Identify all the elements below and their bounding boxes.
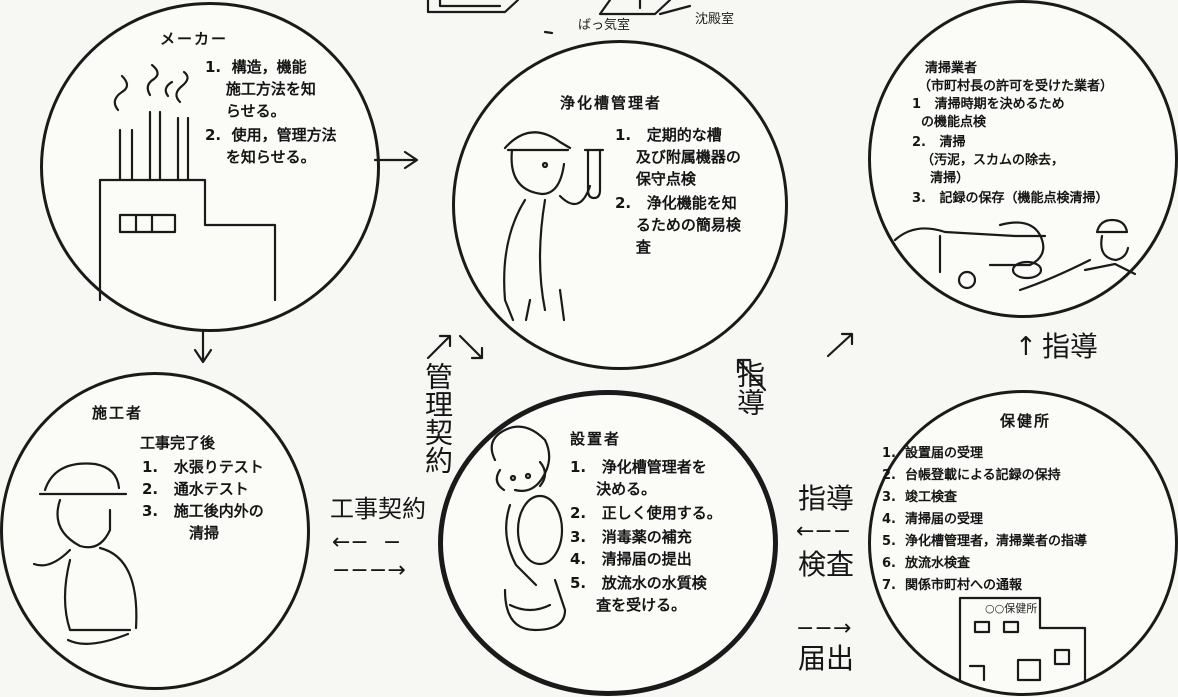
cleaner-title: 清掃業者 xyxy=(925,61,978,76)
installer-line-5: 4. 清掃届の提出 xyxy=(570,550,692,568)
arrow-maker-to-manager xyxy=(373,150,419,170)
arrows xyxy=(193,150,854,392)
report-label: 届出 xyxy=(798,642,855,675)
arrow-guidance-to-cleaner xyxy=(826,332,854,358)
guidance-label-center: 指導 xyxy=(733,360,766,416)
management-contract-label: 管理契約 xyxy=(421,362,454,474)
manager-line-6: 査 xyxy=(615,238,651,256)
cleaner-line-5: 清掃） xyxy=(912,171,970,186)
builder-line-4: 清掃 xyxy=(142,524,219,542)
builder-line-1: 1. 水張りテスト xyxy=(142,458,264,476)
construction-contract-label: 工事契約 xyxy=(330,495,426,523)
health-center-circle xyxy=(868,390,1178,696)
builder-figure xyxy=(32,462,138,645)
installer-circle xyxy=(438,390,778,696)
cleaner-line-4: （汚泥，スカムの除去， xyxy=(912,153,1065,168)
manager-line-3: 保守点検 xyxy=(615,170,696,188)
installer-line-3: 2. 正しく使用する。 xyxy=(570,504,722,522)
settling-label: 沈殿室 xyxy=(695,12,735,27)
manager-circle xyxy=(452,40,788,370)
arrow-construction-left: ←− − xyxy=(332,530,402,555)
girl-figure xyxy=(490,425,567,632)
manager-line-4: 2. 浄化機能を知 xyxy=(615,194,737,212)
arrow-report-right: −−→ xyxy=(796,616,852,641)
health-center-sign: ○○保健所 xyxy=(985,602,1038,615)
cleaner-line-1: 1 清掃時期を決めるため xyxy=(912,97,1065,112)
builder-line-2: 2. 通水テスト xyxy=(142,480,249,498)
arrow-up-guidance: ↑ xyxy=(1015,332,1037,362)
cleaner-line-2: の機能点検 xyxy=(912,115,987,130)
health-center-line-7: 7. 関係市町村への通報 xyxy=(882,578,1023,593)
installer-line-2: 決める。 xyxy=(570,480,657,498)
health-center-title: 保健所 xyxy=(1000,412,1052,430)
septic-tank-fragment xyxy=(426,0,692,35)
arrow-contract-down xyxy=(458,334,484,360)
manager-line-1: 1. 定期的な槽 xyxy=(615,126,722,144)
maker-line-1: 1. 構造，機能 xyxy=(205,58,307,76)
maker-title: メーカー xyxy=(160,30,229,48)
builder-circle xyxy=(0,372,310,690)
arrow-guidance-left: ←−− xyxy=(796,519,852,544)
installer-line-1: 1. 浄化槽管理者を xyxy=(570,458,707,476)
health-center-line-2: 2. 台帳登載による記録の保持 xyxy=(882,468,1061,483)
installer-title: 設置者 xyxy=(570,430,622,448)
inspection-label: 検査 xyxy=(798,548,855,581)
guidance-label-lower: 指導 xyxy=(798,482,855,515)
health-center-line-4: 4. 清掃届の受理 xyxy=(882,512,984,527)
manager-line-2: 及び附属機器の xyxy=(615,148,741,166)
maker-line-3: らせる。 xyxy=(205,102,286,120)
manager-figure xyxy=(503,131,605,322)
guidance-label-right: 指導 xyxy=(1042,330,1099,363)
manager-line-5: るための簡易検 xyxy=(615,216,741,234)
builder-subtitle: 工事完了後 xyxy=(140,434,216,452)
installer-line-4: 3. 消毒薬の補充 xyxy=(570,528,692,546)
maker-line-2: 施工方法を知 xyxy=(205,80,316,98)
installer-line-6: 5. 放流水の水質検 xyxy=(570,574,707,592)
builder-line-3: 3. 施工後内外の xyxy=(142,502,264,520)
arrow-construction-right: −−−→ xyxy=(332,558,406,583)
maker-line-4: 2. 使用，管理方法 xyxy=(205,126,337,144)
health-center-line-6: 6. 放流水検査 xyxy=(882,556,971,571)
factory-drawing xyxy=(98,63,277,302)
maker-line-5: を知らせる。 xyxy=(205,148,316,166)
cleaner-line-6: 3. 記録の保存（機能点検清掃） xyxy=(912,191,1109,206)
aeration-label: ばっ気室 xyxy=(578,18,631,33)
installer-line-7: 査を受ける。 xyxy=(570,596,687,614)
arrow-maker-to-builder xyxy=(193,328,213,364)
health-center-line-1: 1. 設置届の受理 xyxy=(882,446,984,461)
maker-circle xyxy=(40,2,380,332)
health-center-building xyxy=(958,596,1087,682)
vacuum-truck-drawing xyxy=(893,218,1137,292)
arrow-guidance-to-manager xyxy=(736,358,767,392)
cleaner-line-3: 2. 清掃 xyxy=(912,135,966,150)
health-center-line-5: 5. 浄化槽管理者，清掃業者の指導 xyxy=(882,534,1088,549)
health-center-line-3: 3. 竣工検査 xyxy=(882,490,958,505)
arrow-contract-up xyxy=(426,334,452,360)
builder-title: 施工者 xyxy=(92,404,144,422)
manager-title: 浄化槽管理者 xyxy=(560,94,663,112)
cleaner-subtitle: （市町村長の許可を受けた業者） xyxy=(918,79,1114,94)
